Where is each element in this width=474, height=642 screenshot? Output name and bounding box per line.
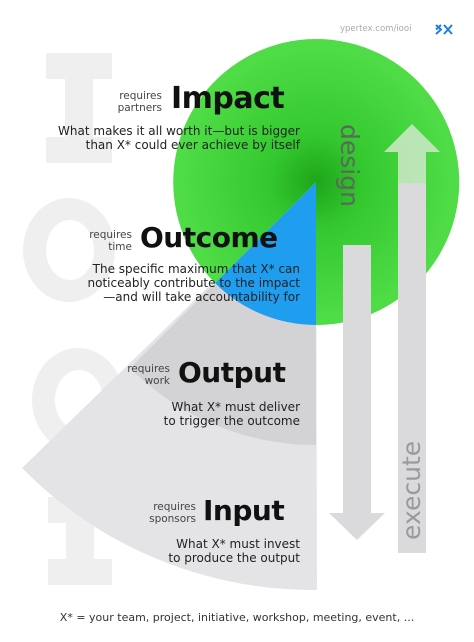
outcome-description-line: —and will take accountability for	[103, 290, 300, 304]
output-description-line: What X* must deliver	[171, 400, 300, 414]
execute-label: execute	[397, 440, 426, 540]
outcome-sector	[215, 182, 316, 325]
impact-description-line: than X* could ever achieve by itself	[85, 138, 300, 152]
output-requires-word: requires	[127, 363, 170, 375]
impact-requires-word: requires	[119, 90, 162, 102]
output-requires-party: work	[144, 375, 170, 387]
outcome-description: The specific maximum that X* can noticea…	[40, 262, 301, 304]
footer-note: X* = your team, project, initiative, wor…	[59, 611, 415, 624]
output-description: What X* must deliver to trigger the outc…	[100, 400, 300, 428]
impact-description: What makes it all worth it—but is bigger…	[40, 124, 300, 152]
input-description-line: What X* must invest	[176, 537, 300, 551]
input-description: What X* must invest to produce the outpu…	[100, 537, 300, 565]
input-title: Input	[203, 494, 285, 527]
input-requires: requires sponsors	[128, 501, 196, 525]
ypertex-logo-icon	[435, 24, 453, 35]
outcome-title: Outcome	[140, 221, 278, 254]
outcome-requires: requires time	[70, 229, 132, 253]
design-label: design	[335, 124, 364, 207]
input-requires-word: requires	[153, 501, 196, 513]
watermark-letter-i-top	[46, 53, 112, 163]
input-requires-party: sponsors	[149, 513, 196, 525]
output-requires: requires work	[108, 363, 170, 387]
design-arrow	[384, 124, 440, 553]
impact-circle	[173, 39, 460, 326]
input-description-line: to produce the output	[168, 551, 300, 565]
impact-requires-party: partners	[117, 102, 162, 114]
impact-requires: requires partners	[100, 90, 162, 114]
outcome-requires-party: time	[108, 241, 132, 253]
outcome-description-line: noticeably contribute to the impact	[87, 276, 301, 290]
impact-description-line: What makes it all worth it—but is bigger	[58, 124, 300, 138]
execute-arrow	[329, 245, 385, 540]
impact-title: Impact	[171, 81, 285, 116]
outcome-description-line: The specific maximum that X* can	[92, 262, 300, 276]
output-title: Output	[178, 356, 286, 389]
outcome-requires-word: requires	[89, 229, 132, 241]
output-description-line: to trigger the outcome	[163, 414, 300, 428]
site-url[interactable]: ypertex.com/iooi	[340, 24, 412, 34]
